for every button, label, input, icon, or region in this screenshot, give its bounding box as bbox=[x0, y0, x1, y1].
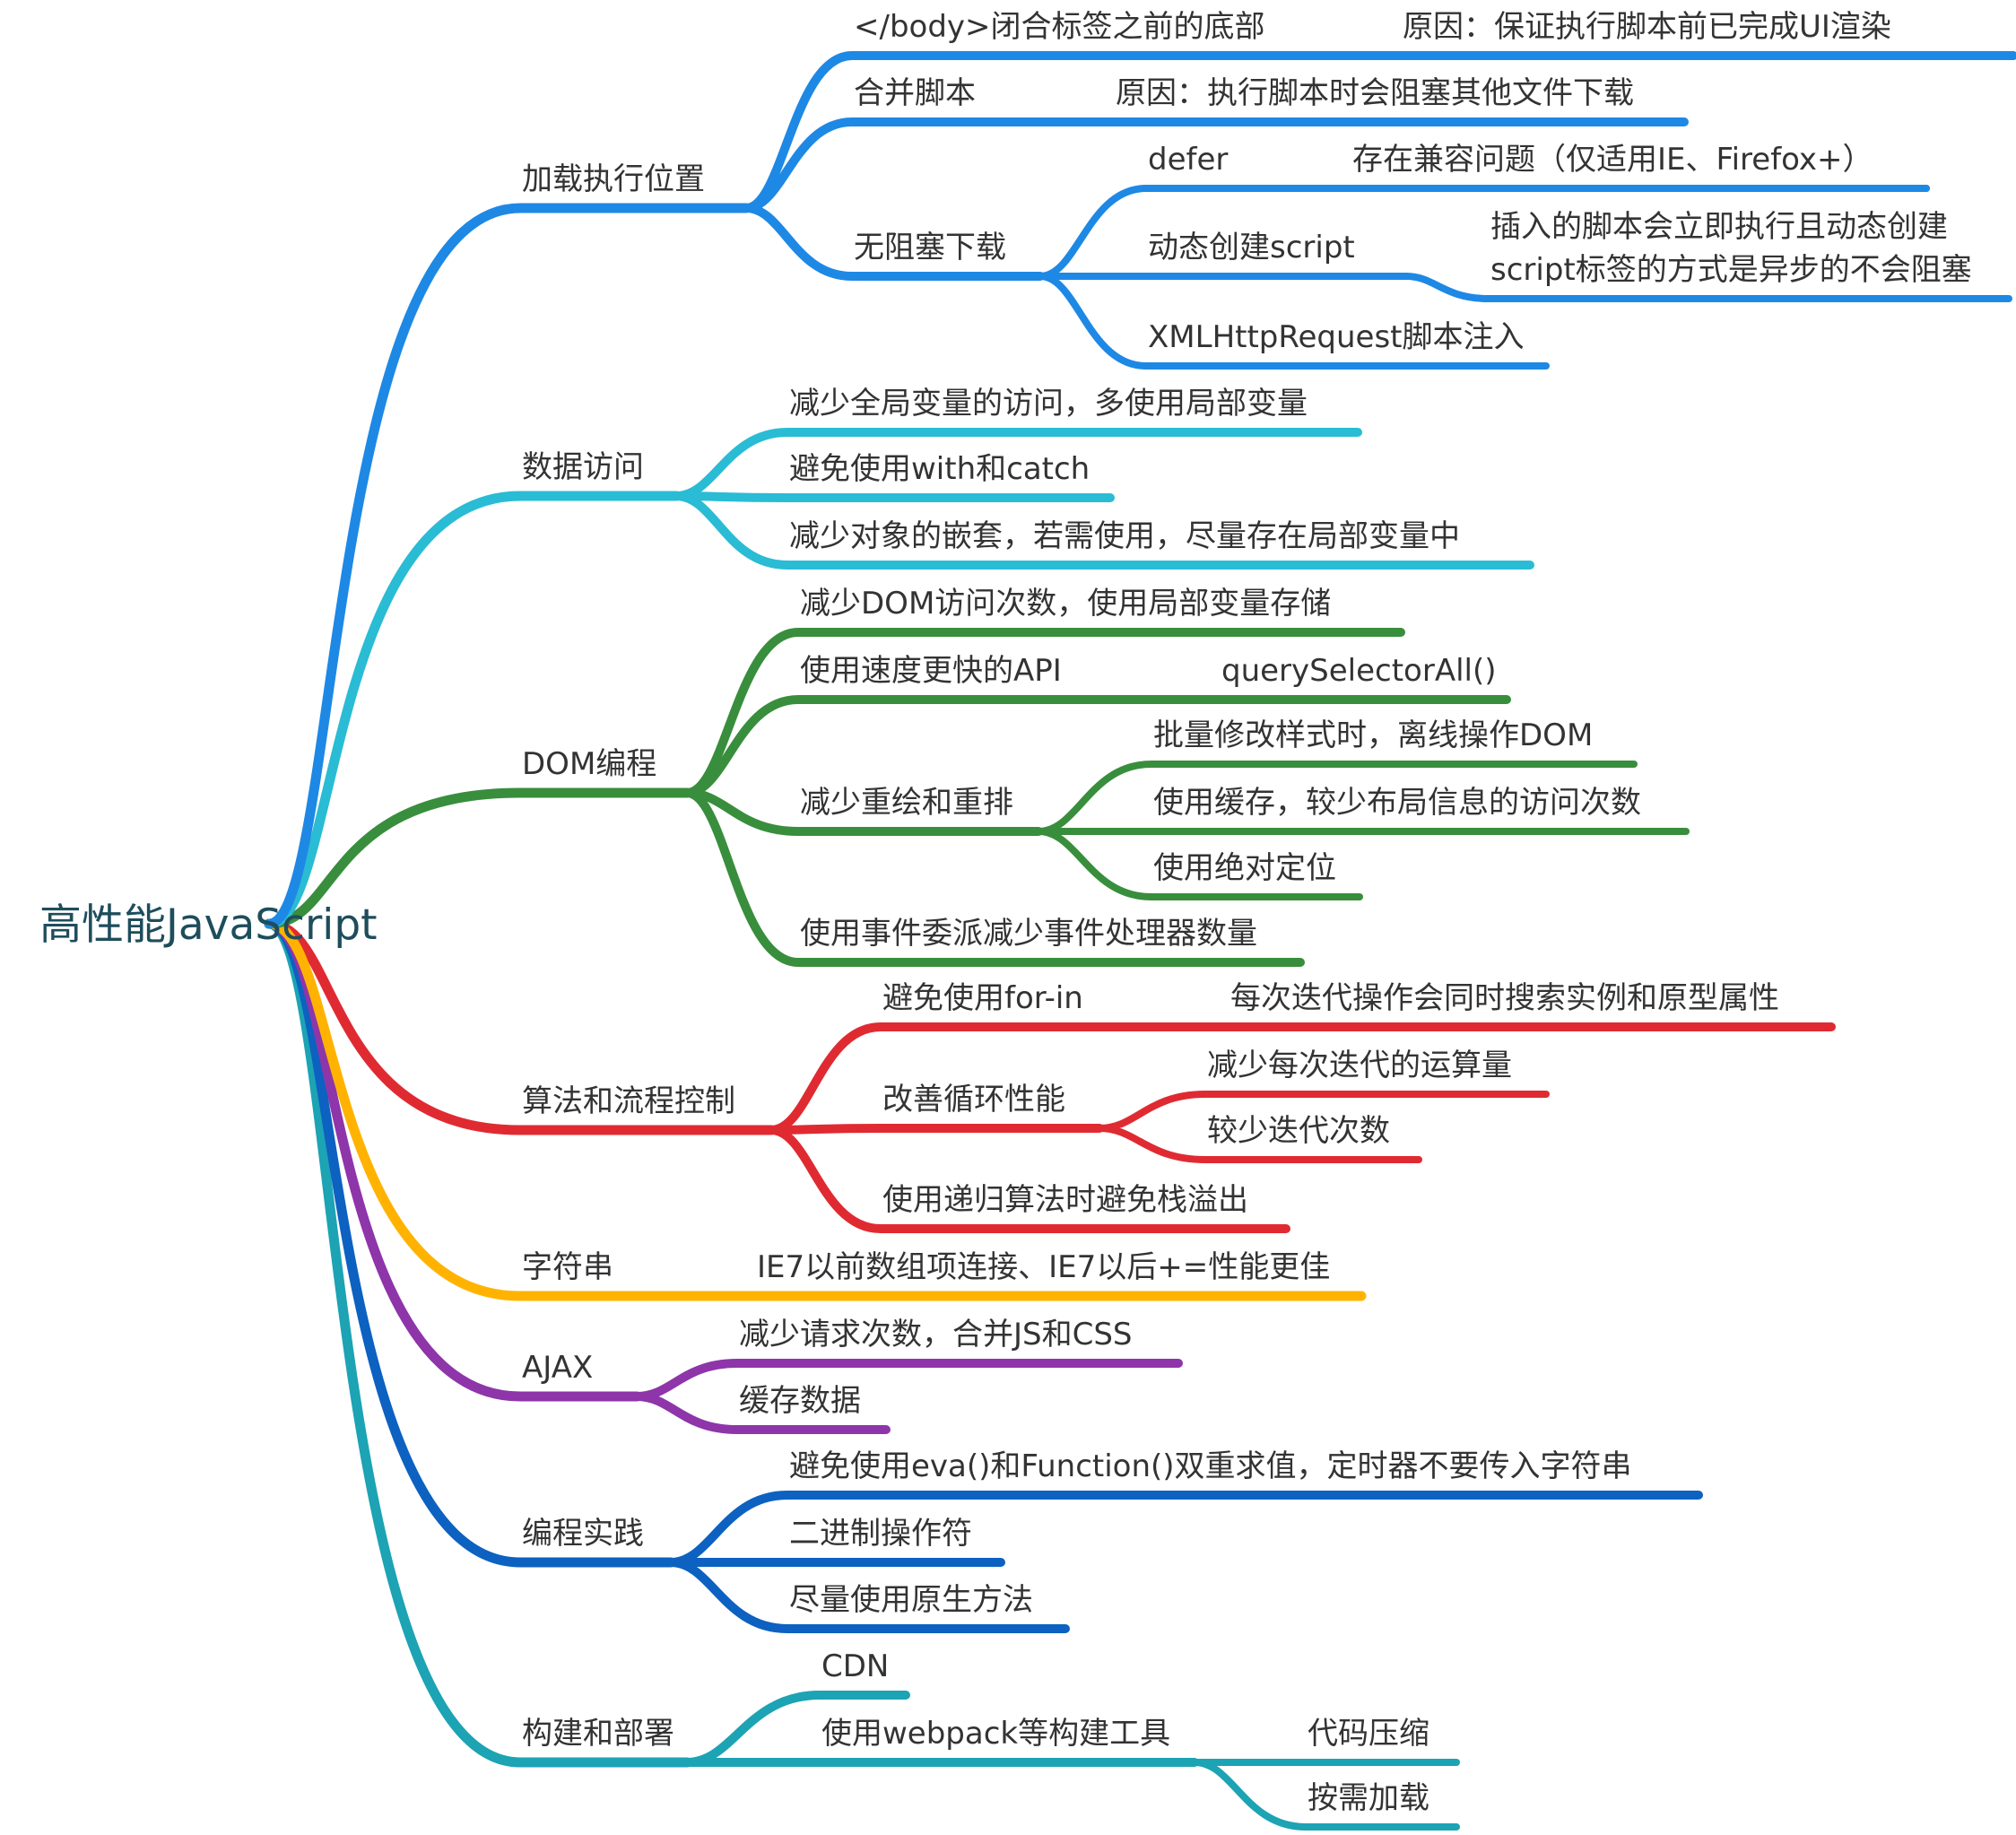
branch-1-child-3-child-2-label[interactable]: 动态创建script bbox=[1148, 230, 1355, 265]
branch-3-child-4-connector bbox=[682, 788, 1305, 967]
branch-1-child-3-child-2-child-1-label[interactable]: 插入的脚本会立即执行且动态创建 bbox=[1490, 209, 1948, 245]
branch-5-child-1-label[interactable]: IE7以前数组项连接、IE7以后+=性能更佳 bbox=[757, 1249, 1331, 1285]
branch-7-child-3-connector bbox=[666, 1558, 1070, 1633]
branch-4-child-2-connector bbox=[767, 1124, 1104, 1135]
branch-5-connector bbox=[264, 918, 1367, 1301]
branch-1-child-3-child-2-child-1-label-2[interactable]: script标签的方式是异步的不会阻塞 bbox=[1490, 252, 1972, 288]
branch-3-child-3-child-2-label[interactable]: 使用缓存，较少布局信息的访问次数 bbox=[1153, 785, 1641, 821]
branch-1-child-2-connector bbox=[742, 117, 1689, 213]
branch-8-child-2-child-2-label[interactable]: 按需加载 bbox=[1308, 1780, 1429, 1816]
branch-4-connector bbox=[264, 918, 777, 1135]
branch-6-child-2-label[interactable]: 缓存数据 bbox=[739, 1383, 861, 1419]
branch-8-child-1-label[interactable]: CDN bbox=[821, 1648, 890, 1684]
branch-1-child-3-child-2-child-1-connector bbox=[1403, 273, 2012, 302]
branch-3-child-3-child-3-label[interactable]: 使用绝对定位 bbox=[1153, 850, 1336, 886]
branch-3-child-3-child-1-label[interactable]: 批量修改样式时，离线操作DOM bbox=[1153, 717, 1594, 753]
branch-6-child-2-connector bbox=[632, 1392, 891, 1434]
branch-1-child-3-child-3-connector bbox=[1037, 273, 1550, 370]
branch-2-label[interactable]: 数据访问 bbox=[522, 449, 644, 485]
branch-2-child-2-label[interactable]: 避免使用with和catch bbox=[789, 451, 1091, 487]
branch-4-child-2-child-2-connector bbox=[1096, 1125, 1422, 1163]
branch-4-child-3-label[interactable]: 使用递归算法时避免栈溢出 bbox=[882, 1182, 1248, 1218]
branch-6-label[interactable]: AJAX bbox=[522, 1350, 594, 1386]
branch-6-child-1-label[interactable]: 减少请求次数，合并JS和CSS bbox=[739, 1317, 1133, 1352]
branch-2-child-2-connector bbox=[672, 491, 1115, 502]
branch-1-child-3-child-1-connector bbox=[1037, 185, 1930, 280]
branch-4-child-2-child-1-label[interactable]: 减少每次迭代的运算量 bbox=[1207, 1048, 1512, 1083]
branch-7-label[interactable]: 编程实践 bbox=[522, 1516, 644, 1552]
branch-3-label[interactable]: DOM编程 bbox=[522, 746, 657, 782]
branch-3-connector bbox=[264, 787, 692, 929]
branch-1-child-1-label[interactable]: </body>闭合标签之前的底部 bbox=[854, 9, 1265, 45]
branch-1-child-2-child-1-label[interactable]: 原因：执行脚本时会阻塞其他文件下载 bbox=[1116, 75, 1634, 111]
branch-1-child-3-child-1-child-1-label[interactable]: 存在兼容问题（仅适用IE、Firefox+） bbox=[1352, 142, 1873, 178]
branch-3-child-2-child-1-label[interactable]: querySelectorAll() bbox=[1221, 653, 1497, 689]
branch-1-child-3-label[interactable]: 无阻塞下载 bbox=[854, 230, 1006, 265]
branch-8-child-2-label[interactable]: 使用webpack等构建工具 bbox=[821, 1716, 1171, 1752]
branch-3-child-2-label[interactable]: 使用速度更快的API bbox=[800, 653, 1062, 689]
branch-5-label[interactable]: 字符串 bbox=[522, 1249, 613, 1285]
root-node[interactable]: 高性能JavaScript bbox=[39, 900, 378, 950]
branch-2-child-1-label[interactable]: 减少全局变量的访问，多使用局部变量 bbox=[789, 386, 1308, 422]
branch-4-child-1-label[interactable]: 避免使用for-in bbox=[882, 980, 1083, 1016]
branch-3-child-1-label[interactable]: 减少DOM访问次数，使用局部变量存储 bbox=[800, 586, 1332, 622]
branch-4-child-1-connector bbox=[767, 1022, 1836, 1135]
branch-1-connector bbox=[264, 203, 752, 929]
branch-4-label[interactable]: 算法和流程控制 bbox=[522, 1083, 735, 1119]
branch-4-child-1-child-1-label[interactable]: 每次迭代操作会同时搜索实例和原型属性 bbox=[1230, 980, 1779, 1016]
branch-3-child-3-label[interactable]: 减少重绘和重排 bbox=[800, 785, 1013, 821]
branch-1-label[interactable]: 加载执行位置 bbox=[522, 161, 705, 197]
branch-1-child-1-child-1-label[interactable]: 原因：保证执行脚本前已完成UI渲染 bbox=[1403, 9, 1891, 45]
branch-1-child-3-child-3-label[interactable]: XMLHttpRequest脚本注入 bbox=[1148, 319, 1525, 355]
branch-3-child-4-label[interactable]: 使用事件委派减少事件处理器数量 bbox=[800, 916, 1257, 952]
branch-7-child-3-label[interactable]: 尽量使用原生方法 bbox=[789, 1582, 1033, 1618]
branch-4-child-2-child-2-label[interactable]: 较少迭代次数 bbox=[1207, 1113, 1390, 1149]
branch-3-child-2-connector bbox=[682, 695, 1511, 797]
branch-1-child-3-child-1-label[interactable]: defer bbox=[1148, 142, 1229, 178]
branch-4-child-2-label[interactable]: 改善循环性能 bbox=[882, 1082, 1065, 1118]
branch-6-child-1-connector bbox=[632, 1359, 1183, 1401]
branch-2-child-3-label[interactable]: 减少对象的嵌套，若需使用，尽量存在局部变量中 bbox=[789, 518, 1460, 554]
branch-1-child-3-connector bbox=[742, 204, 1045, 281]
branch-2-child-3-connector bbox=[672, 491, 1534, 570]
branch-7-connector bbox=[264, 918, 676, 1568]
branch-2-connector bbox=[264, 491, 682, 929]
branch-3-child-3-child-3-connector bbox=[1035, 828, 1363, 900]
branch-8-child-2-child-1-label[interactable]: 代码压缩 bbox=[1308, 1716, 1429, 1752]
branch-7-child-2-label[interactable]: 二进制操作符 bbox=[789, 1516, 972, 1552]
branch-8-label[interactable]: 构建和部署 bbox=[522, 1716, 674, 1752]
branch-8-child-2-child-2-connector bbox=[1191, 1759, 1460, 1831]
branch-7-child-1-label[interactable]: 避免使用eva()和Function()双重求值，定时器不要传入字符串 bbox=[789, 1448, 1632, 1484]
branch-4-child-3-connector bbox=[767, 1126, 1290, 1233]
branch-1-child-2-label[interactable]: 合并脚本 bbox=[854, 75, 976, 111]
